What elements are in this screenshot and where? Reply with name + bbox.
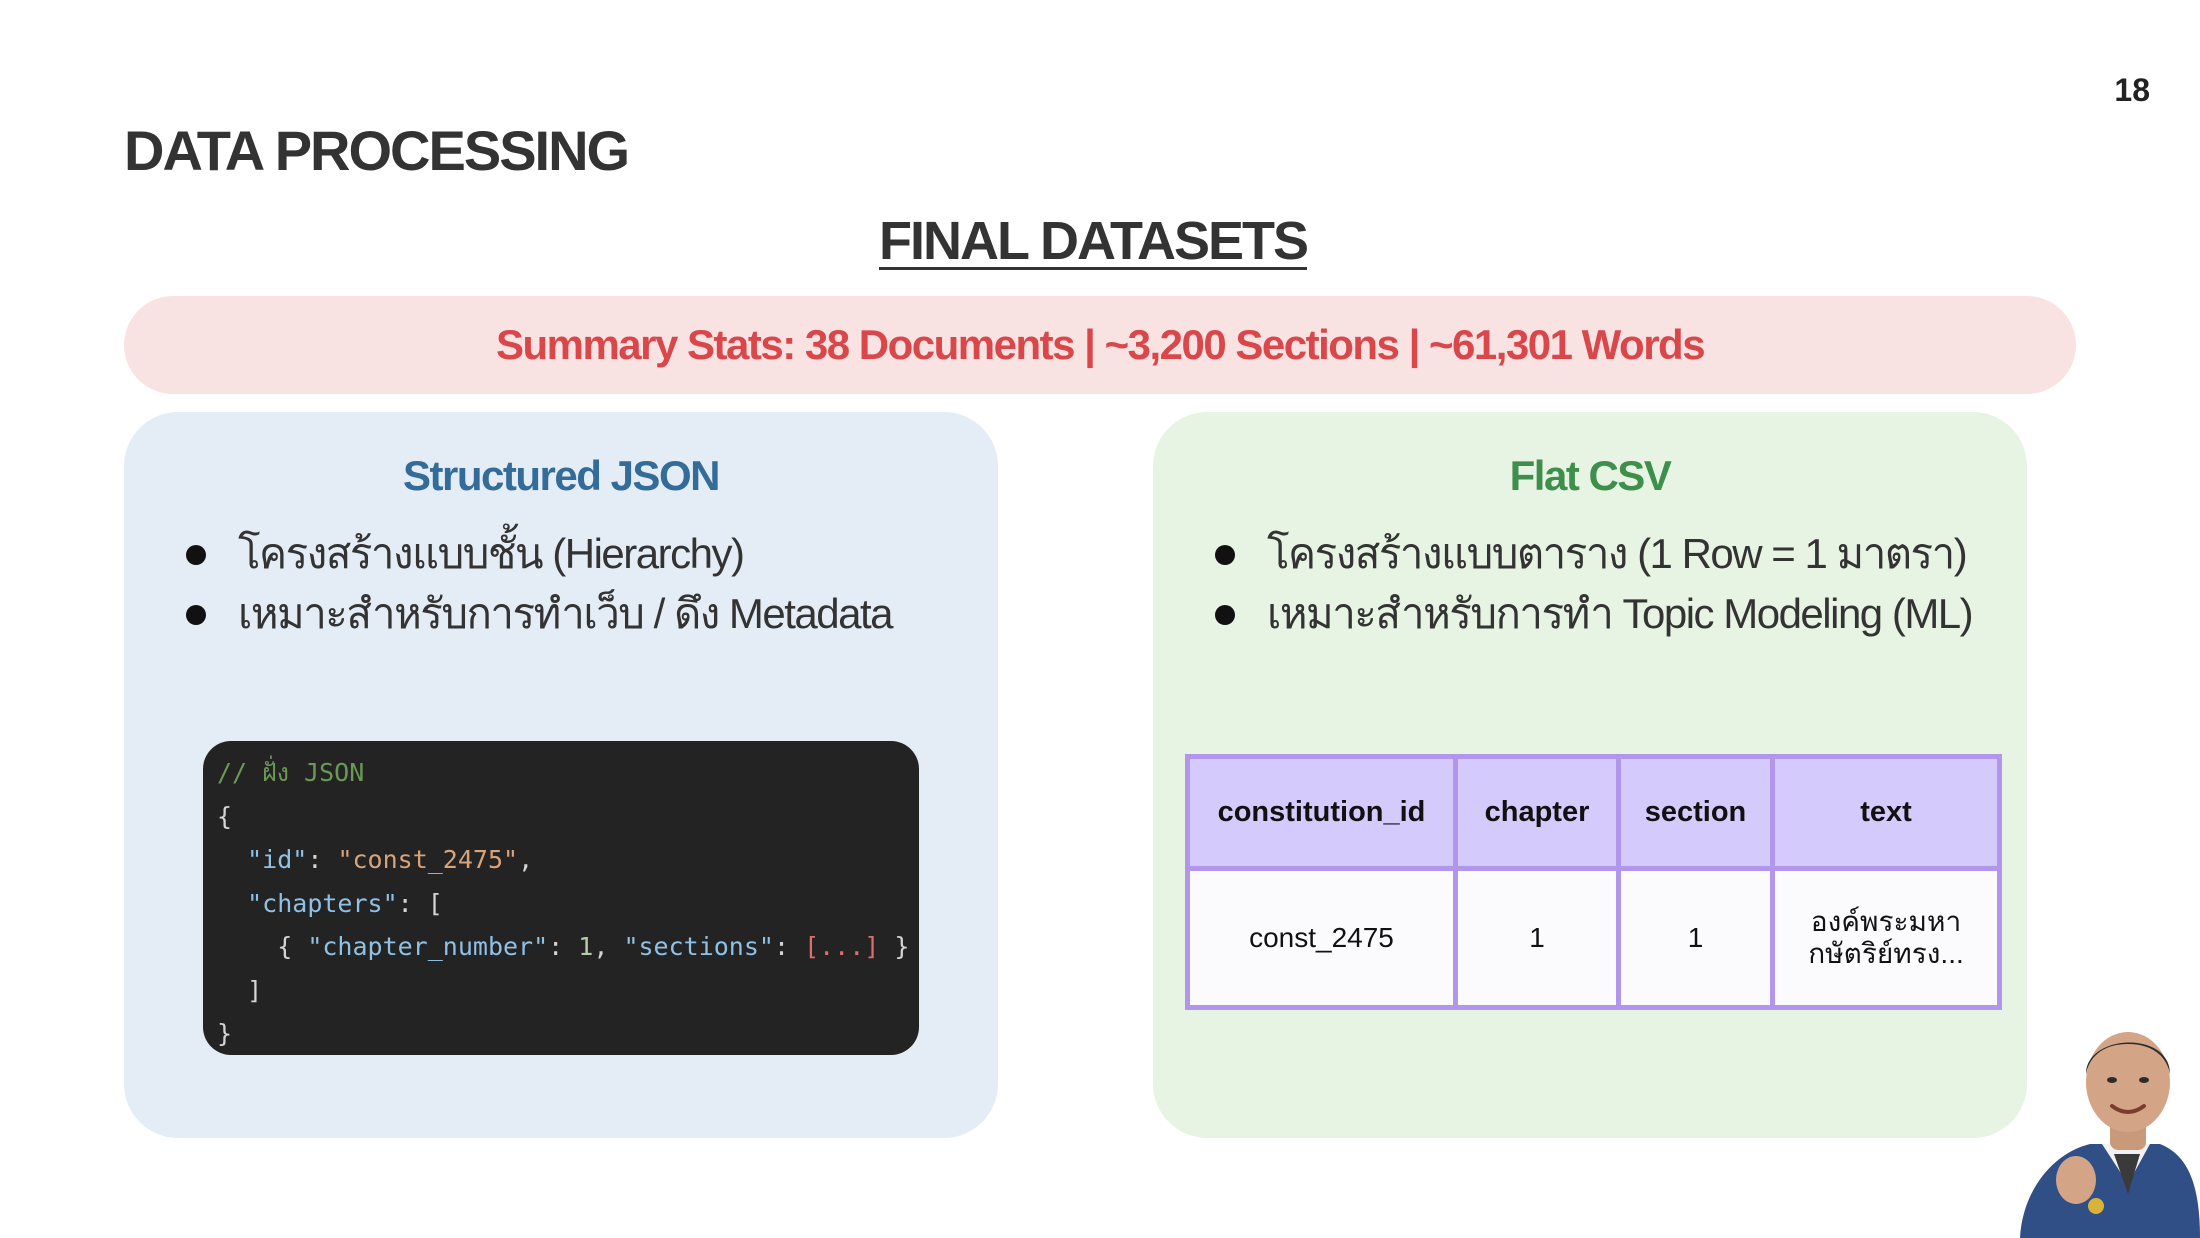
csv-sample-table: constitution_id chapter section text con… bbox=[1185, 754, 2002, 1010]
json-card-title: Structured JSON bbox=[403, 452, 720, 499]
code-line-chapters: "chapters": [ bbox=[247, 888, 443, 918]
json-bullet-list: โครงสร้างแบบชั้น (Hierarchy) เหมาะสำหรับ… bbox=[186, 524, 894, 644]
code-line-open-brace: { bbox=[217, 801, 233, 831]
csv-bullet-list: โครงสร้างแบบตาราง (1 Row = 1 มาตรา) เหมา… bbox=[1215, 524, 1974, 644]
table-header-row: constitution_id chapter section text bbox=[1185, 754, 2002, 871]
json-bullet-item: เหมาะสำหรับการทำเว็บ / ดึง Metadata bbox=[186, 584, 894, 644]
slide-number: 18 bbox=[2114, 72, 2150, 108]
table-cell: 1 bbox=[1453, 866, 1621, 1010]
csv-card-title: Flat CSV bbox=[1509, 452, 1672, 499]
code-comment: // ฝั่ง JSON bbox=[217, 758, 365, 787]
structured-json-card: Structured JSON โครงสร้างแบบชั้น (Hierar… bbox=[124, 412, 998, 1138]
column-header-constitution-id: constitution_id bbox=[1185, 754, 1458, 871]
summary-banner: Summary Stats: 38 Documents | ~3,200 Sec… bbox=[124, 296, 2076, 394]
table-row: const_2475 1 1 องค์พระมหากษัตริย์ทรง... bbox=[1185, 866, 2002, 1010]
csv-bullet-item: เหมาะสำหรับการทำ Topic Modeling (ML) bbox=[1215, 584, 1974, 644]
json-bullet-item: โครงสร้างแบบชั้น (Hierarchy) bbox=[186, 524, 892, 584]
code-line-chapter-object: { "chapter_number": 1, "sections": [...]… bbox=[277, 932, 910, 961]
column-header-chapter: chapter bbox=[1453, 754, 1621, 871]
json-code-block: // ฝั่ง JSON { "id": "const_2475", "chap… bbox=[203, 741, 919, 1055]
table-cell: 1 bbox=[1616, 866, 1775, 1010]
presenter-avatar-icon bbox=[2020, 1032, 2200, 1238]
page-title: DATA PROCESSING bbox=[124, 119, 630, 182]
code-line-close-bracket: ] bbox=[247, 975, 263, 1005]
code-line-close-brace: } bbox=[217, 1019, 233, 1048]
table-cell: const_2475 bbox=[1185, 866, 1458, 1010]
column-header-section: section bbox=[1616, 754, 1775, 871]
section-heading: FINAL DATASETS bbox=[879, 211, 1309, 271]
summary-stats-text: Summary Stats: 38 Documents | ~3,200 Sec… bbox=[495, 321, 1706, 368]
flat-csv-card: Flat CSV โครงสร้างแบบตาราง (1 Row = 1 มา… bbox=[1153, 412, 2027, 1138]
column-header-text: text bbox=[1770, 754, 2002, 871]
table-cell: องค์พระมหากษัตริย์ทรง... bbox=[1770, 866, 2002, 1010]
code-line-id: "id": "const_2475", bbox=[247, 845, 534, 874]
csv-bullet-item: โครงสร้างแบบตาราง (1 Row = 1 มาตรา) bbox=[1215, 524, 1972, 584]
